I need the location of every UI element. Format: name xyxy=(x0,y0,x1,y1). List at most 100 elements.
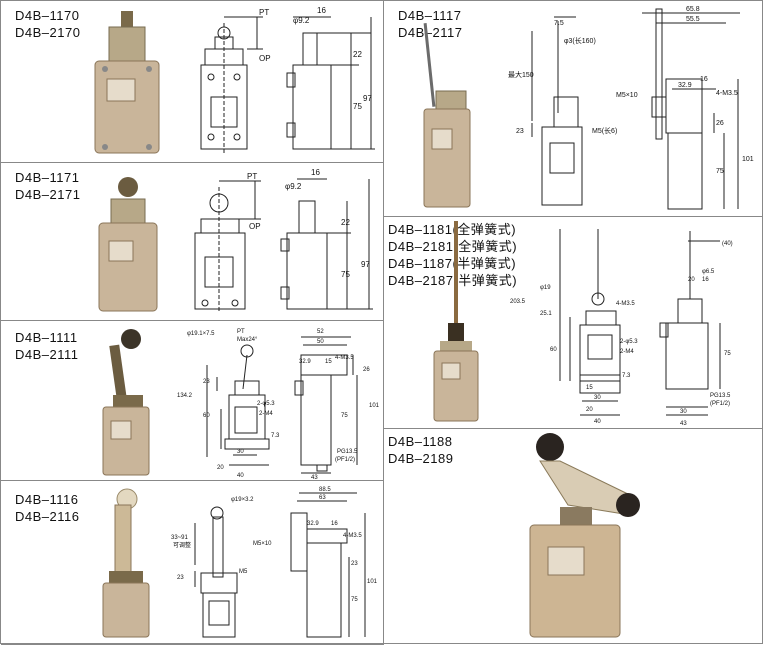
model-label: D4B–2181(全弹簧式) xyxy=(388,239,518,254)
model-labels: D4B–1188 D4B–2189 xyxy=(388,433,453,467)
max-150: 最大150 xyxy=(508,70,534,79)
dim-43: 43 xyxy=(680,421,687,427)
model-label: D4B–2170 xyxy=(15,25,81,40)
panel-d4b-1188: D4B–1188 D4B–2189 xyxy=(384,429,763,645)
dim-75: 75 xyxy=(724,351,731,357)
model-labels: D4B–1170 D4B–2170 xyxy=(15,7,80,41)
screw-m3-5: 4-M3.5 xyxy=(343,533,362,539)
pt-label: PT xyxy=(237,329,245,335)
screw-m3-5: 4-M3.5 xyxy=(716,90,738,97)
screw-m4: 2-M4 xyxy=(259,411,273,417)
dim-23b: 23 xyxy=(351,561,358,567)
dim-75: 75 xyxy=(351,597,358,603)
model-labels: D4B–1116 D4B–2116 xyxy=(15,491,79,525)
model-label: D4B–1188 xyxy=(388,434,453,449)
dim-diameter: φ9.2 xyxy=(285,182,302,191)
dim-75: 75 xyxy=(716,168,724,175)
screw-m3-5: 4-M3.5 xyxy=(616,301,635,307)
dim-7-5: 7.5 xyxy=(554,20,564,27)
model-label: D4B–1171 xyxy=(15,170,80,185)
dim-32-9: 32.9 xyxy=(307,521,319,527)
model-label: D4B–2189 xyxy=(388,451,454,466)
model-labels: D4B–1111 D4B–2111 xyxy=(15,329,79,363)
dim-26: 26 xyxy=(716,120,724,127)
model-label: D4B–2111 xyxy=(15,347,79,362)
dim-22: 22 xyxy=(353,50,362,59)
dim-20: 20 xyxy=(217,465,224,471)
model-labels: D4B–1117 D4B–2117 xyxy=(398,7,462,41)
model-label: D4B–1170 xyxy=(15,8,80,23)
dim-60: 60 xyxy=(550,347,557,353)
dim-phi6-5: φ6.5 xyxy=(702,269,715,275)
dim-52: 52 xyxy=(317,329,324,335)
pg-label: PG13.5 xyxy=(710,393,731,399)
roller-dim: φ19×3.2 xyxy=(231,497,254,503)
model-label: D4B–2187(半弹簧式) xyxy=(388,273,518,288)
model-label: D4B–1111 xyxy=(15,330,78,345)
panel-d4b-1117: D4B–1117 D4B–2117 xyxy=(384,1,763,217)
screw-m5x10: M5×10 xyxy=(616,92,638,99)
model-label: D4B–1116 xyxy=(15,492,79,507)
screw-m5: M5(长6) xyxy=(592,126,617,135)
dim-88-5: 88.5 xyxy=(319,487,331,493)
dimension-drawing: 7.5 φ3(长160) 最大150 23 M5(长6) 65.8 55.5 M… xyxy=(508,6,754,210)
dim-75: 75 xyxy=(341,270,350,279)
dim-23: 23 xyxy=(203,379,210,385)
model-label: D4B–1181(全弹簧式) xyxy=(388,222,517,237)
product-photo xyxy=(102,488,150,638)
dim-101: 101 xyxy=(367,579,378,585)
dim-63: 63 xyxy=(319,495,326,501)
model-label: D4B–2171 xyxy=(15,187,81,202)
dim-40: 40 xyxy=(594,419,601,425)
product-photo xyxy=(98,177,158,312)
dim-7-3: 7.3 xyxy=(622,373,631,379)
hole-5-3: 2-φ5.3 xyxy=(620,339,638,345)
dim-75: 75 xyxy=(353,102,362,111)
dim-22: 22 xyxy=(341,218,350,227)
model-label: D4B–2117 xyxy=(398,25,463,40)
panel-d4b-1111: D4B–1111 D4B–2111 xyxy=(1,321,384,481)
screw-m5: M5 xyxy=(239,569,248,575)
op-label: OP xyxy=(259,54,271,63)
dim-32-9: 32.9 xyxy=(678,82,692,89)
dimension-drawing: φ19 203.5 25.1 4-M3.5 2-φ5.3 2-M4 60 7.3… xyxy=(510,229,733,427)
dim-43: 43 xyxy=(311,475,318,479)
product-photo xyxy=(94,11,160,154)
pt-label: PT xyxy=(259,8,269,17)
pf-label: (PF1/2) xyxy=(335,457,355,463)
dim-16: 16 xyxy=(702,277,709,283)
roller-dim: φ19.1×7.5 xyxy=(187,331,215,337)
dim-40-paren: (40) xyxy=(722,241,733,247)
dim-26: 26 xyxy=(363,367,370,373)
dim-203-5: 203.5 xyxy=(510,299,526,305)
dim-diameter: φ9.2 xyxy=(293,16,310,25)
dim-16: 16 xyxy=(311,168,320,177)
dim-16: 16 xyxy=(700,76,708,83)
model-label: D4B–2116 xyxy=(15,509,80,524)
dim-16: 16 xyxy=(331,521,338,527)
dim-7-3: 7.3 xyxy=(271,433,280,439)
panel-d4b-1181: D4B–1181(全弹簧式) D4B–2181(全弹簧式) D4B–1187(半… xyxy=(384,217,763,429)
dim-16: 16 xyxy=(317,6,326,15)
dim-55-5: 55.5 xyxy=(686,16,700,23)
product-photo xyxy=(102,329,150,476)
product-photo xyxy=(529,433,640,638)
pt-label: PT xyxy=(247,172,257,181)
front-view-drawing: PT OP φ9.2 16 22 75 97 xyxy=(200,6,375,155)
dim-15: 15 xyxy=(586,385,593,391)
screw-m3-5: 4-M3.5 xyxy=(335,355,354,361)
range-label: 33~91 xyxy=(171,535,189,541)
front-view-drawing: PT OP φ9.2 16 22 75 97 xyxy=(194,168,373,313)
dim-40: 40 xyxy=(237,473,244,479)
hole-5-3: 2-φ5.3 xyxy=(257,401,275,407)
screw-m5x10: M5×10 xyxy=(253,541,272,547)
dim-50: 50 xyxy=(317,339,324,345)
dim-20: 20 xyxy=(586,407,593,413)
panel-d4b-1170: D4B–1170 D4B–2170 xyxy=(1,1,384,163)
product-photo xyxy=(423,23,471,208)
dim-23: 23 xyxy=(177,575,184,581)
dim-30: 30 xyxy=(237,449,244,455)
model-label: D4B–1117 xyxy=(398,8,462,23)
dim-101: 101 xyxy=(742,156,754,163)
